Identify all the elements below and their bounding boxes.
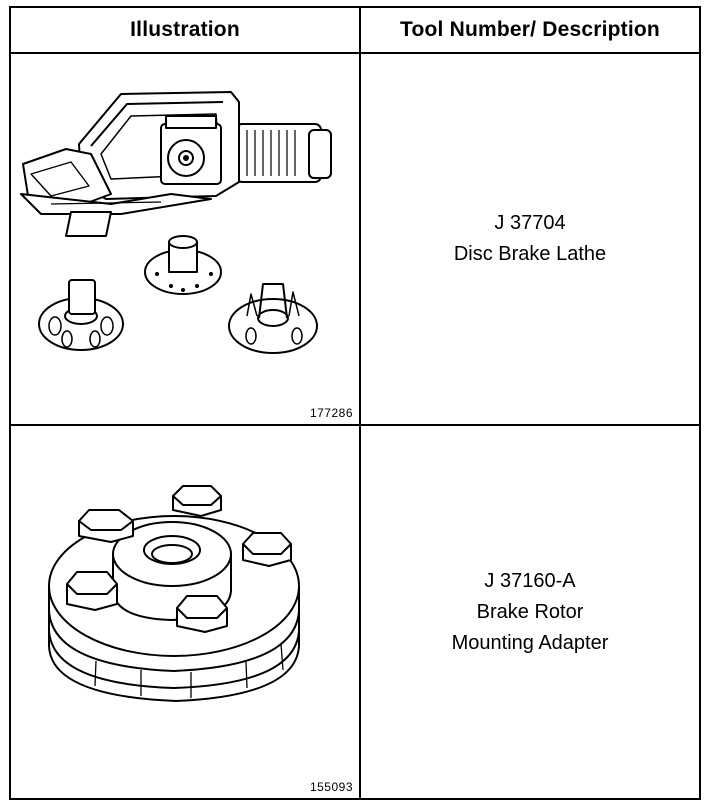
tool-description-line: Mounting Adapter bbox=[451, 631, 609, 654]
table-row-2-illustration: 155093 bbox=[11, 426, 359, 798]
row-divider bbox=[11, 424, 699, 426]
rotor-mounting-adapter-drawing bbox=[48, 485, 300, 702]
tool-table: Illustration Tool Number/ Description bbox=[9, 6, 701, 800]
table-row-1-description: J 37704 Disc Brake Lathe bbox=[361, 54, 699, 424]
table-row-2-description: J 37160-A Brake Rotor Mounting Adapter bbox=[361, 426, 699, 798]
figure-number: 177286 bbox=[309, 406, 353, 420]
illustration-header: Illustration bbox=[130, 18, 240, 41]
table-row-1-illustration: 177286 bbox=[11, 54, 359, 424]
column-divider bbox=[359, 8, 361, 798]
header-divider bbox=[11, 52, 699, 54]
disc-brake-lathe-drawing bbox=[20, 91, 332, 354]
tool-description-line: Brake Rotor bbox=[476, 600, 584, 623]
tool-description-header: Tool Number/ Description bbox=[400, 18, 660, 41]
figure-number: 155093 bbox=[309, 780, 353, 794]
tool-description-line: Disc Brake Lathe bbox=[453, 243, 607, 265]
tool-number: J 37160-A bbox=[484, 569, 576, 592]
tool-number: J 37704 bbox=[494, 212, 566, 234]
